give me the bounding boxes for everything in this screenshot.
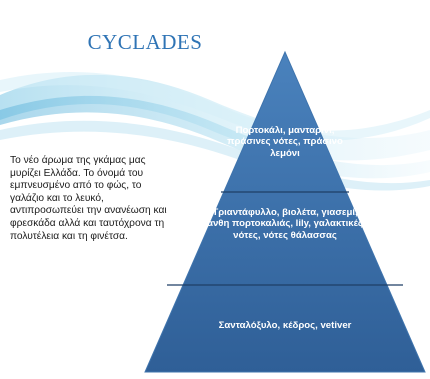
wave-band-4 — [0, 120, 430, 191]
pyramid-body — [144, 50, 426, 373]
slide-title: CYCLADES — [87, 30, 203, 54]
base-notes-text: Σανταλόξυλο, κέδρος, vetiver — [218, 320, 352, 331]
top-notes-text: Πορτοκάλι, μανταρίνι, πράσινες νότες, πρ… — [227, 125, 343, 159]
product-description: Το νέο άρωμα της γκάμας μας μυρίζει Ελλά… — [10, 155, 167, 242]
middle-notes-text: Τριαντάφυλλο, βιολέτα, γιασεμί, άνθη πορ… — [207, 207, 363, 241]
wave-band-2 — [0, 95, 430, 179]
wave-band-3 — [0, 71, 430, 141]
